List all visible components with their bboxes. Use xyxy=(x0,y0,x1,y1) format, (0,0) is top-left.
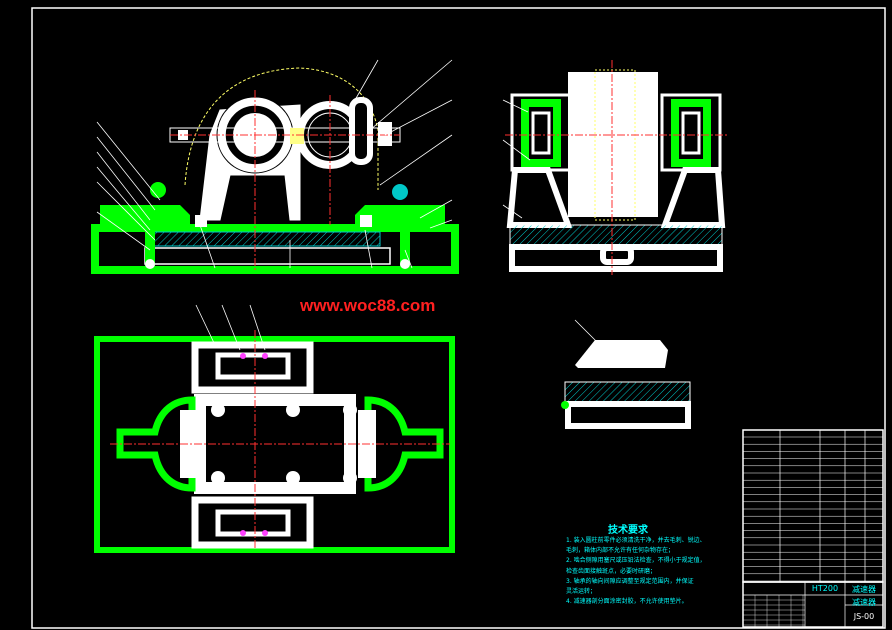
tech-note-line: 3. 轴承的轴向间隙应调整至规定范围内，并保证 xyxy=(566,577,694,585)
tech-note-line: 1. 装入圆柱前零件必须清洗干净，并去毛刺、锐边、 xyxy=(566,537,706,544)
title-block-standard: HT200 xyxy=(811,584,839,593)
front-view xyxy=(91,59,459,274)
tech-note-line: 毛刺，箱体内部不允许有任何杂物存在； xyxy=(566,547,675,555)
drawing-frame xyxy=(31,7,886,629)
hex-bolt-icon xyxy=(211,403,225,417)
title-block-drawing-name: 减速器 xyxy=(852,598,876,607)
watermark-text: www.woc88.com xyxy=(300,296,436,315)
parts-list-table xyxy=(742,429,884,583)
title-block-drawing-number: JS-00 xyxy=(853,612,875,621)
plan-view xyxy=(94,304,455,553)
tech-note-line: 检查齿面接触斑点，必要时研磨； xyxy=(566,567,657,575)
title-block-assembly-name: 减速器 xyxy=(852,585,876,594)
tech-requirements-notes: 1. 装入圆柱前零件必须清洗干净，并去毛刺、锐边、 毛刺，箱体内部不允许有任何杂… xyxy=(566,536,736,607)
tech-note-line: 2. 啮合侧隙用塞尺或压铅法检查，不得小于规定值， xyxy=(566,557,706,565)
tech-requirements-title: 技术要求 xyxy=(608,525,648,536)
detail-view xyxy=(561,319,691,429)
side-view xyxy=(502,60,728,275)
tech-note-line: 4. 减速器剖分面涂密封胶，不允许使用垫片。 xyxy=(566,598,688,606)
tech-note-line: 灵活运转； xyxy=(566,588,597,596)
balloon-leader-icon xyxy=(96,59,453,269)
title-block xyxy=(742,581,884,628)
